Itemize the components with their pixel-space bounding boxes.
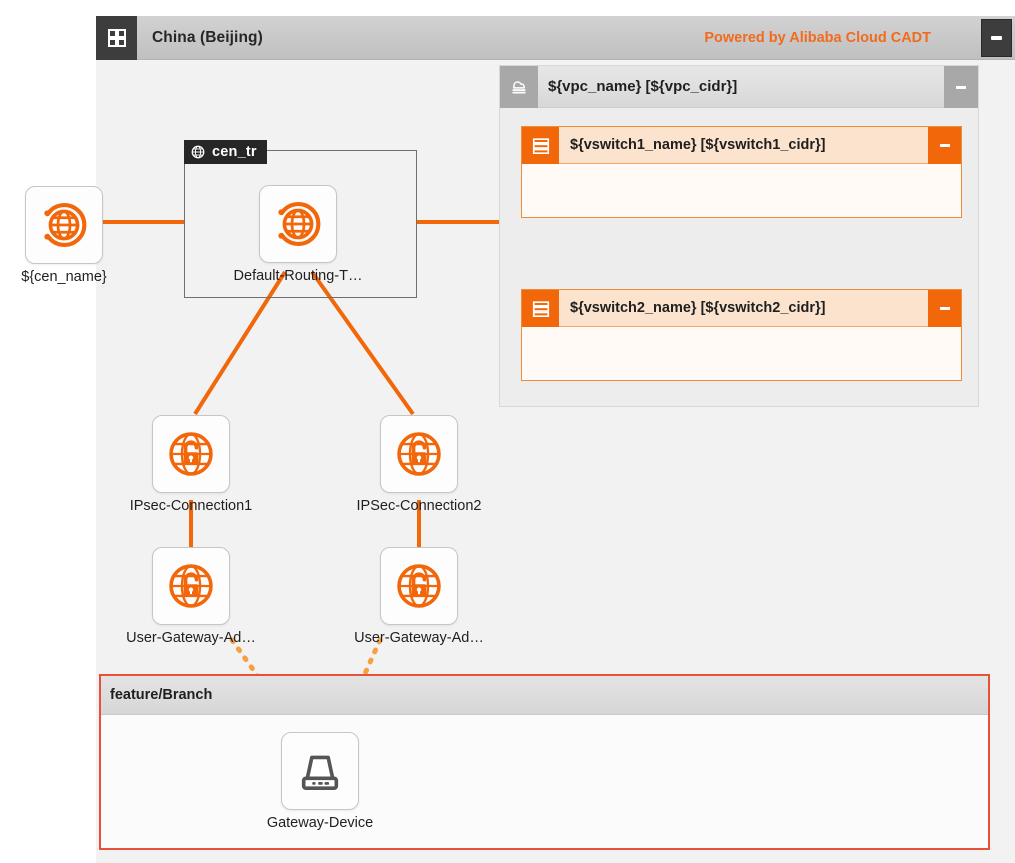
user-gateway-tile-2[interactable]: [380, 547, 458, 625]
node-gateway-device[interactable]: Gateway-Device: [267, 732, 405, 831]
vpc-header: ${vpc_name} [${vpc_cidr}]: [500, 66, 978, 108]
node-cen-instance-label: ${cen_name}: [21, 269, 107, 285]
vswitch-minimize-button-1[interactable]: [928, 127, 961, 164]
node-ipsec-connection-1-label: IPsec-Connection1: [129, 498, 253, 514]
cen-globe-icon: [191, 145, 205, 159]
cen-transit-router-badge[interactable]: cen_tr: [184, 140, 267, 164]
node-routing-table-label: Default-Routing-T…: [233, 268, 363, 284]
routing-table-icon: [278, 202, 321, 246]
vpc-cloud-icon-glyph: [512, 81, 526, 94]
node-gateway-device-label: Gateway-Device: [266, 815, 374, 831]
vswitch-icon: [522, 290, 559, 327]
node-ipsec-connection-1[interactable]: IPsec-Connection1: [130, 415, 276, 514]
minimize-icon: [991, 36, 1002, 40]
cen-group-label: cen_tr: [212, 144, 257, 160]
minimize-icon: [956, 85, 966, 89]
grid-icon-glyph: [107, 29, 126, 47]
vswitch-title-1: ${vswitch1_name} [${vswitch1_cidr}]: [570, 137, 826, 153]
ipsec-connection-icon: [169, 432, 213, 476]
vpc-minimize-button[interactable]: [944, 66, 978, 108]
grid-icon[interactable]: [96, 16, 137, 60]
gateway-device-tile[interactable]: [281, 732, 359, 810]
user-gateway-tile-1[interactable]: [152, 547, 230, 625]
vswitch-minimize-button-2[interactable]: [928, 290, 961, 327]
node-user-gateway-1[interactable]: User-Gateway-Ad…: [126, 547, 276, 646]
gateway-device-icon: [301, 755, 339, 791]
powered-by-label: Powered by Alibaba Cloud CADT: [704, 30, 931, 46]
vpc-cloud-icon: [500, 66, 538, 108]
node-ipsec-connection-2-label: IPSec-Connection2: [356, 498, 482, 514]
user-gateway-icon: [397, 564, 441, 608]
ipsec-connection-tile-1[interactable]: [152, 415, 230, 493]
vswitch-icon: [522, 127, 559, 164]
routing-table-tile[interactable]: [259, 185, 337, 263]
vswitch-panel-1: ${vswitch1_name} [${vswitch1_cidr}]: [521, 126, 962, 218]
node-user-gateway-1-label: User-Gateway-Ad…: [126, 630, 256, 646]
vswitch-header-2: ${vswitch2_name} [${vswitch2_cidr}]: [522, 290, 961, 327]
vswitch-icon-glyph: [532, 300, 549, 317]
ipsec-connection-icon: [397, 432, 441, 476]
cen-instance-icon: [44, 203, 87, 247]
minimize-icon: [939, 144, 950, 147]
ipsec-connection-tile-2[interactable]: [380, 415, 458, 493]
vswitch-title-2: ${vswitch2_name} [${vswitch2_cidr}]: [570, 300, 826, 316]
vpc-title: ${vpc_name} [${vpc_cidr}]: [548, 78, 738, 95]
node-user-gateway-2[interactable]: User-Gateway-Ad…: [354, 547, 504, 646]
branch-header: feature/Branch: [101, 676, 988, 715]
node-cen-instance[interactable]: ${cen_name}: [21, 186, 144, 285]
vswitch-icon-glyph: [532, 137, 549, 154]
region-minimize-button[interactable]: [981, 19, 1012, 57]
minimize-icon: [939, 307, 950, 310]
user-gateway-icon: [169, 564, 213, 608]
branch-title: feature/Branch: [110, 687, 213, 703]
region-header: China (Beijing) Powered by Alibaba Cloud…: [96, 16, 1015, 60]
branch-panel: feature/Branch: [99, 674, 990, 850]
cen-instance-tile[interactable]: [25, 186, 103, 264]
cen-transit-router-group: [184, 150, 417, 298]
node-routing-table[interactable]: Default-Routing-T…: [234, 185, 378, 284]
vswitch-header-1: ${vswitch1_name} [${vswitch1_cidr}]: [522, 127, 961, 164]
node-ipsec-connection-2[interactable]: IPSec-Connection2: [357, 415, 504, 514]
region-title: China (Beijing): [152, 29, 263, 46]
vswitch-panel-2: ${vswitch2_name} [${vswitch2_cidr}]: [521, 289, 962, 381]
node-user-gateway-2-label: User-Gateway-Ad…: [354, 630, 484, 646]
